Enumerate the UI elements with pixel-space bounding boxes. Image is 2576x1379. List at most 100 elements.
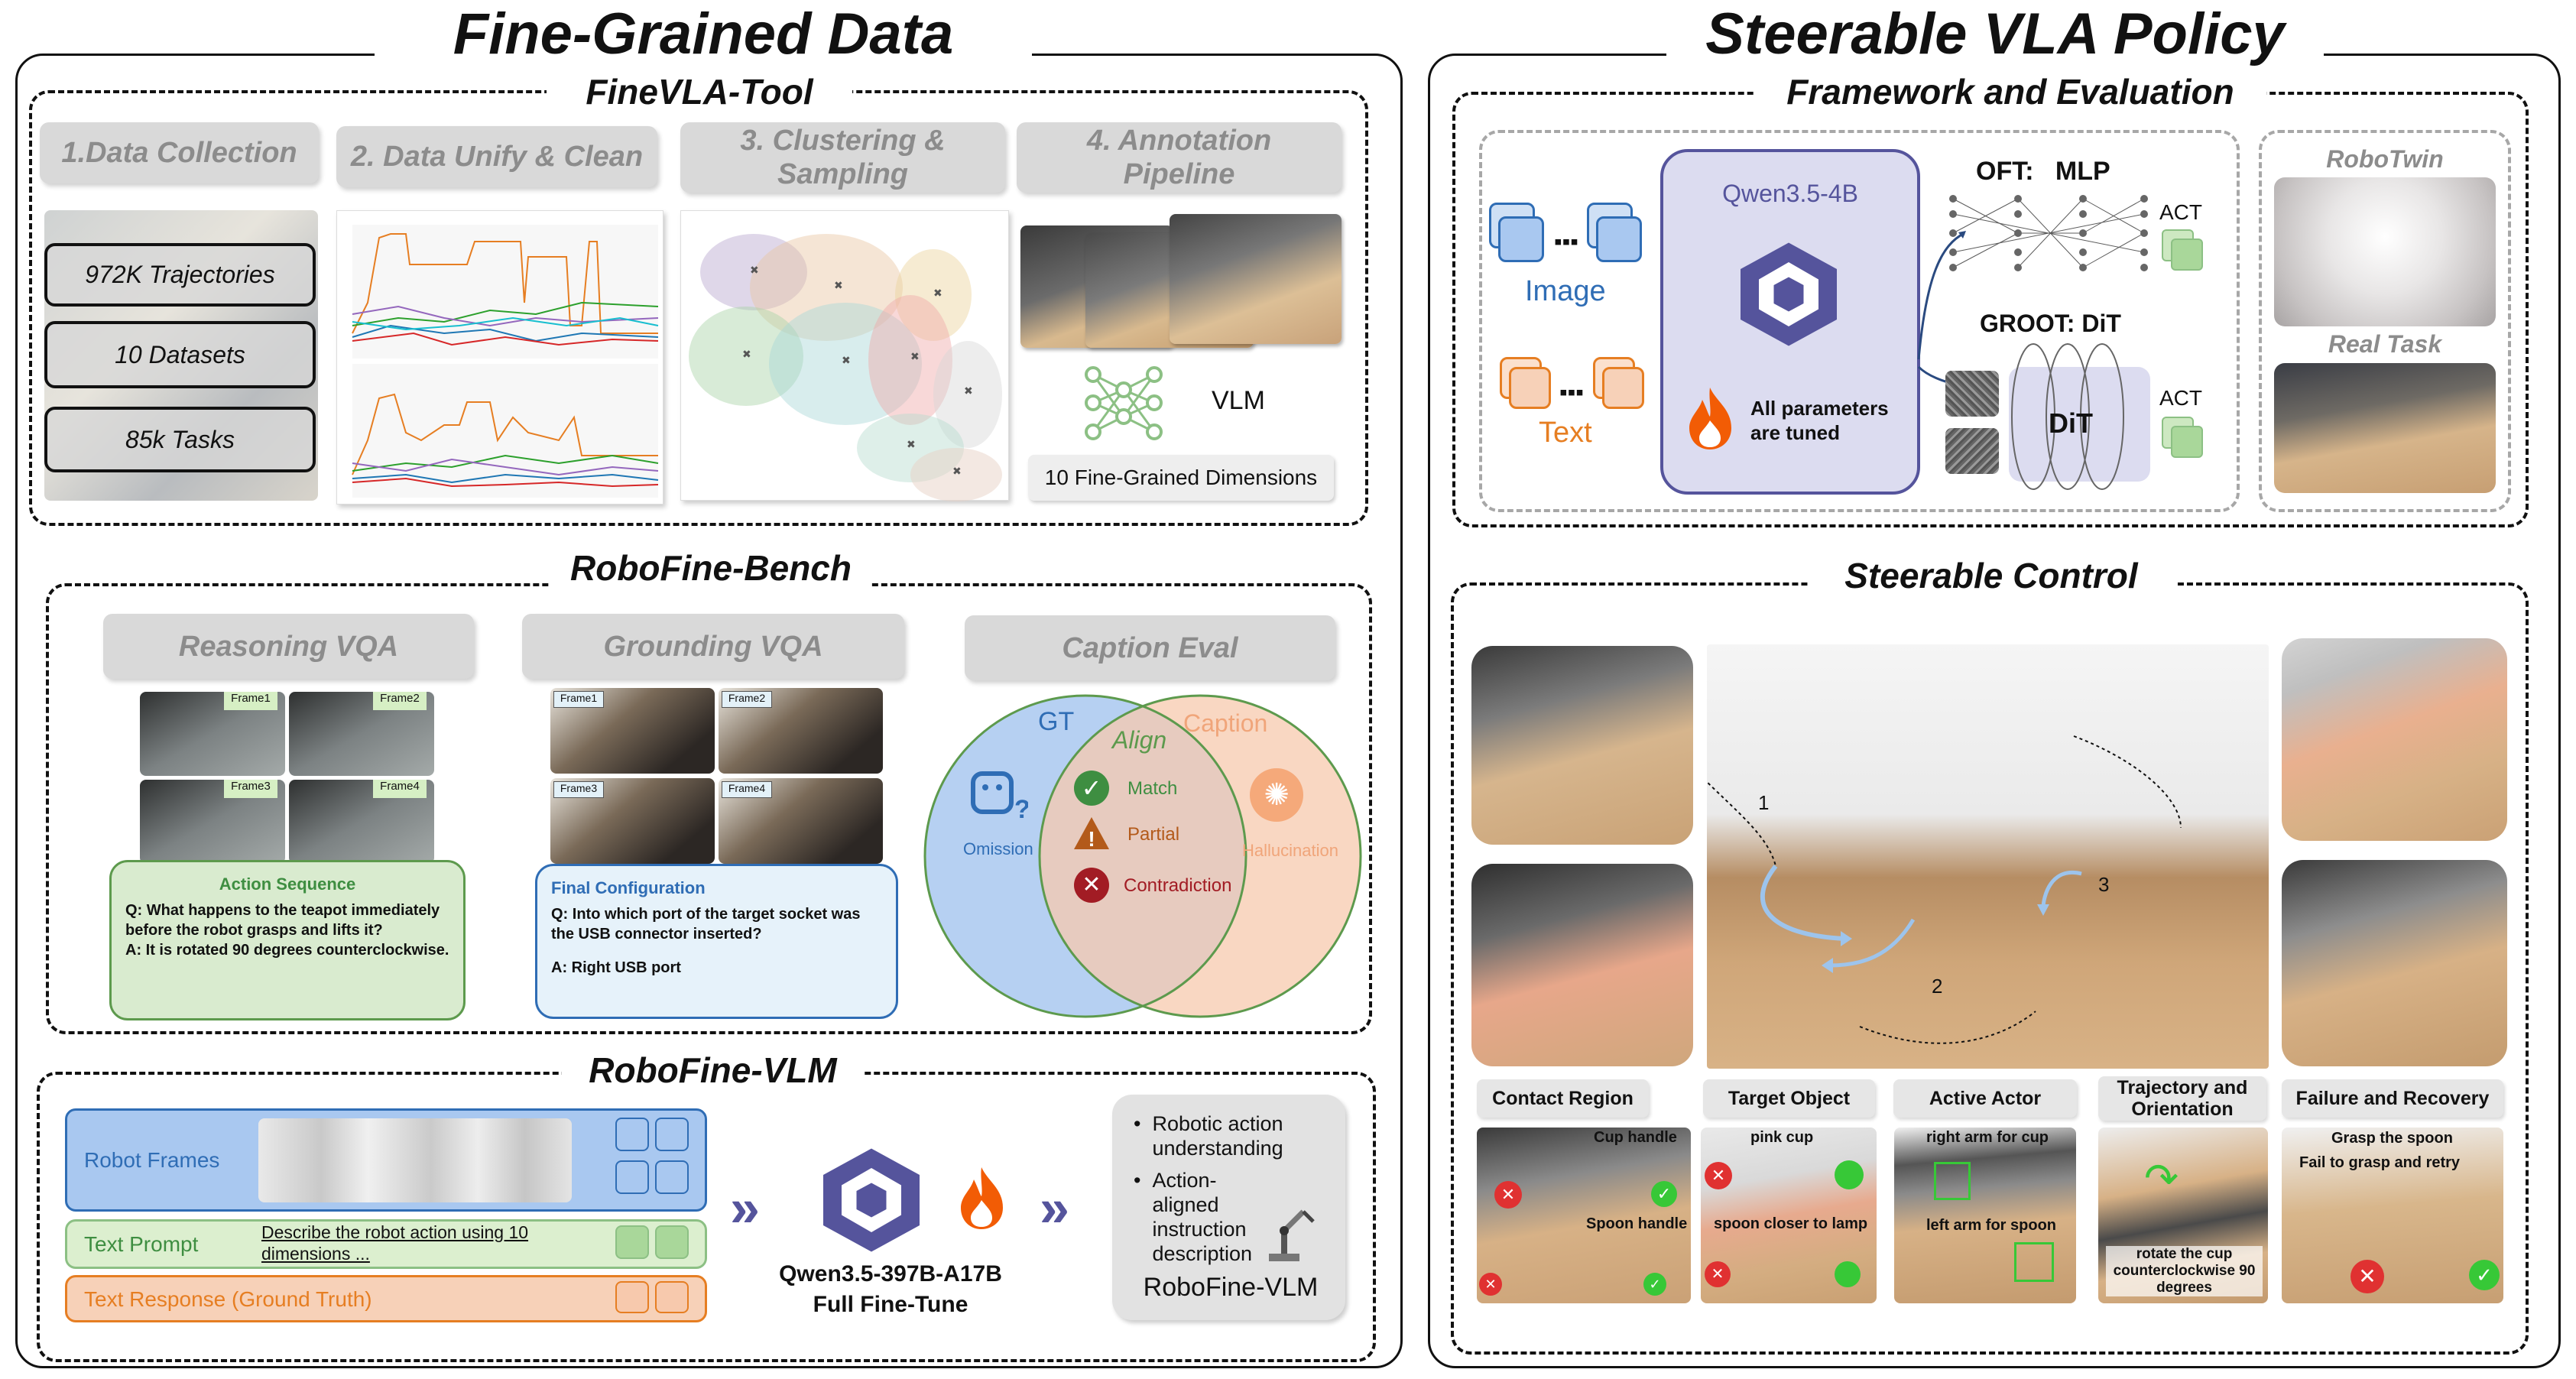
actor-highlight-1 bbox=[1934, 1162, 1971, 1200]
steerable-control-title: Steerable Control bbox=[1808, 554, 2175, 597]
reasoning-vqa-header: Reasoning VQA bbox=[103, 614, 474, 679]
grounding-frame-tag-4: Frame4 bbox=[722, 781, 772, 798]
vlm-label: VLM bbox=[1212, 386, 1265, 415]
path-number-1: 1 bbox=[1758, 791, 1770, 814]
path-arrows-graphic bbox=[1707, 735, 2182, 1044]
grounding-vqa-header: Grounding VQA bbox=[522, 614, 904, 679]
reasoning-frames-grid: Frame1 Frame2 Frame3 Frame4 bbox=[140, 692, 434, 864]
main-scene-photo bbox=[1707, 644, 2269, 1069]
arrow-right-icon-1: » bbox=[730, 1178, 760, 1238]
reasoning-frame-tag-4: Frame4 bbox=[373, 780, 427, 798]
groot-head-label: GROOT: DiT bbox=[1980, 310, 2121, 337]
dit-block bbox=[2009, 367, 2150, 482]
reasoning-frame-tag-2: Frame2 bbox=[373, 692, 427, 710]
venn-align-label: Align bbox=[1112, 726, 1167, 754]
flame-icon bbox=[1685, 386, 1735, 451]
reasoning-question: Q: What happens to the teapot immediatel… bbox=[125, 902, 440, 939]
omission-icon: ? bbox=[967, 764, 1030, 826]
mlp-network-graphic bbox=[1949, 195, 2148, 271]
token-green-2 bbox=[655, 1225, 689, 1259]
failure-label-retry: Fail to grasp and retry bbox=[2299, 1154, 2461, 1171]
grounding-frame-tag-3: Frame3 bbox=[553, 781, 604, 798]
actor-label-right: right arm for cup bbox=[1926, 1129, 2049, 1146]
annotation-photo-3 bbox=[1170, 214, 1342, 344]
check-icon: ✓ bbox=[1074, 771, 1109, 806]
svg-text:✖: ✖ bbox=[952, 466, 962, 478]
oft-head-label: OFT: MLP bbox=[1976, 157, 2110, 186]
left-title: Fine-Grained Data bbox=[375, 0, 1032, 69]
svg-text:?: ? bbox=[1014, 795, 1028, 824]
failure-wrong-icon: ✕ bbox=[2351, 1260, 2384, 1293]
venn-caption-label: Caption bbox=[1183, 709, 1268, 737]
vlm-finetune: Full Fine-Tune bbox=[813, 1292, 968, 1317]
all-params-tuned-note: All parameters are tuned bbox=[1750, 397, 1889, 444]
robot-frames-strip bbox=[258, 1118, 572, 1202]
reasoning-qa-box: Action Sequence Q: What happens to the t… bbox=[109, 860, 466, 1020]
reasoning-answer: A: It is rotated 90 degrees counterclock… bbox=[125, 942, 449, 959]
grounding-answer: A: Right USB port bbox=[551, 959, 681, 976]
stat-trajectories: 972K Trajectories bbox=[44, 243, 316, 307]
cluster-plot-thumbnail: ✖✖✖ ✖✖✖ ✖✖✖ bbox=[680, 210, 1009, 501]
venn-hallucination-label: Hallucination bbox=[1242, 841, 1338, 860]
step-clustering: 3. Clustering & Sampling bbox=[680, 122, 1005, 193]
trajectory-plot-thumbnail bbox=[336, 210, 663, 505]
token-grid-blue bbox=[615, 1118, 692, 1202]
qwen-logo-icon bbox=[1731, 237, 1846, 352]
fine-grained-dimensions-label: 10 Fine-Grained Dimensions bbox=[1028, 455, 1334, 501]
target-wrong-icon-2: ✕ bbox=[1705, 1261, 1731, 1287]
side-photo-top-right bbox=[2282, 638, 2507, 841]
caption-eval-header: Caption Eval bbox=[965, 615, 1335, 680]
category-active-actor: Active Actor bbox=[1893, 1079, 2077, 1118]
side-photo-bottom-right bbox=[2282, 860, 2507, 1066]
image-token-icons: ▪▪▪ bbox=[1489, 203, 1642, 264]
contact-label-cup: Cup handle bbox=[1594, 1129, 1677, 1146]
vlm-output-bullet-1: Robotic action understanding bbox=[1152, 1112, 1283, 1160]
grounding-frame-tag-2: Frame2 bbox=[722, 691, 772, 708]
prompt-text: Describe the robot action using 10 dimen… bbox=[261, 1222, 529, 1264]
venn-match-label: Match bbox=[1127, 778, 1178, 799]
vlm-output-box: • Robotic action understanding • Action-… bbox=[1112, 1095, 1345, 1320]
venn-omission-label: Omission bbox=[963, 839, 1033, 858]
grounding-frames-grid: Frame1 Frame2 Frame3 Frame4 bbox=[550, 688, 883, 865]
cross-icon: ✕ bbox=[1074, 868, 1109, 903]
category-target-object: Target Object bbox=[1703, 1079, 1875, 1118]
venn-contradiction-label: Contradiction bbox=[1124, 875, 1232, 896]
qwen-4b-name: Qwen3.5-4B bbox=[1722, 180, 1858, 207]
target-wrong-icon-1: ✕ bbox=[1705, 1162, 1732, 1189]
dit-loops-graphic bbox=[2011, 343, 2124, 490]
target-right-icon-1 bbox=[1835, 1160, 1864, 1189]
robofine-vlm-title: RoboFine-VLM bbox=[562, 1049, 864, 1092]
category-trajectory: Trajectory and Orientation bbox=[2098, 1076, 2266, 1121]
arrow-right-icon-2: » bbox=[1040, 1178, 1069, 1238]
svg-text:✖: ✖ bbox=[742, 349, 751, 361]
step-data-collection: 1.Data Collection bbox=[40, 122, 319, 183]
contact-label-spoon: Spoon handle bbox=[1586, 1215, 1688, 1232]
contact-right-icon-1: ✓ bbox=[1651, 1181, 1677, 1207]
trajectory-lines-graphic bbox=[352, 225, 659, 498]
path-number-2: 2 bbox=[1932, 975, 1943, 998]
real-task-label: Real Task bbox=[2328, 330, 2442, 358]
act-token-icon-2 bbox=[2162, 417, 2208, 462]
vlm-model-name: Qwen3.5-397B-A17B bbox=[779, 1261, 1002, 1287]
dit-label: DiT bbox=[2049, 407, 2093, 439]
token-orange-2 bbox=[655, 1281, 689, 1313]
act-token-icon-1 bbox=[2162, 229, 2208, 275]
act-output-label-1: ACT bbox=[2159, 200, 2202, 224]
framework-title: Framework and Evaluation bbox=[1754, 70, 2266, 113]
hallucination-icon: ✺ bbox=[1250, 768, 1303, 822]
reasoning-qa-title: Action Sequence bbox=[219, 874, 356, 894]
vlm-output-name: RoboFine-VLM bbox=[1143, 1273, 1319, 1302]
robotwin-label: RoboTwin bbox=[2326, 145, 2444, 173]
model-box bbox=[1479, 130, 2240, 512]
text-prompt-bar bbox=[65, 1219, 707, 1269]
svg-text:✖: ✖ bbox=[834, 280, 843, 292]
step-annotation: 4. Annotation Pipeline bbox=[1017, 122, 1342, 193]
grounding-frame-tag-1: Frame1 bbox=[553, 691, 604, 708]
path-number-3: 3 bbox=[2098, 873, 2110, 896]
grounding-qa-box: Final Configuration Q: Into which port o… bbox=[535, 864, 898, 1019]
flame-icon-large bbox=[957, 1166, 1007, 1231]
svg-text:✖: ✖ bbox=[750, 264, 759, 277]
image-input-label: Image bbox=[1525, 275, 1606, 307]
grounding-question: Q: Into which port of the target socket … bbox=[551, 906, 861, 943]
warning-icon: ! bbox=[1072, 816, 1111, 851]
